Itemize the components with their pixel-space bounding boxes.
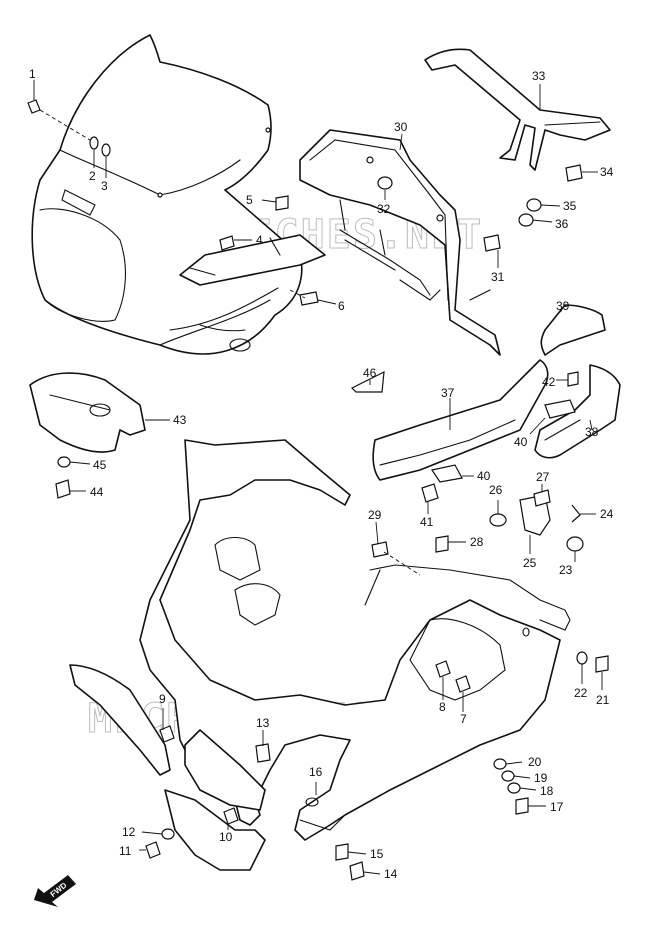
part-label-28: 28 [470,535,484,549]
part-label-25: 25 [523,556,537,570]
part-label-23: 23 [559,563,573,577]
part-label-3: 3 [101,179,108,193]
part-label-2: 2 [89,169,96,183]
part-label-21: 21 [596,693,610,707]
part-label-11: 11 [119,844,132,858]
part-label-14: 14 [384,867,398,881]
part-label-27: 27 [536,470,550,484]
forward-arrow-icon: FWD [34,875,76,907]
part-label-15: 15 [370,847,384,861]
part-label-32: 32 [377,202,391,216]
part-label-10: 10 [219,830,233,844]
part-label-45: 45 [93,458,107,472]
part-label-6: 6 [338,299,345,313]
inner-panel [179,234,326,286]
air-duct-left [372,359,549,481]
part-label-33: 33 [532,69,546,83]
part-label-19: 19 [534,771,548,785]
part-label-44: 44 [90,485,104,499]
part-label-41: 41 [420,515,434,529]
part-label-40a: 40 [514,435,528,449]
part-label-39: 39 [556,299,570,313]
part-label-4: 4 [256,233,263,247]
part-label-1: 1 [29,67,36,81]
part-label-34: 34 [600,165,614,179]
part-label-24: 24 [600,507,614,521]
upper-cowling [31,34,303,355]
leader-lines [33,80,603,875]
part-label-12: 12 [122,825,136,839]
part-label-13: 13 [256,716,270,730]
part-label-5: 5 [246,193,253,207]
part-label-38: 38 [585,425,599,439]
air-duct-right [534,304,621,459]
part-label-43: 43 [173,413,187,427]
part-label-16: 16 [309,765,323,779]
cowling-bracket [299,129,501,356]
fasteners [27,99,609,881]
mirror-brace [424,48,611,171]
part-labels: 1 2 3 4 5 6 7 8 9 10 11 12 13 14 15 16 1… [29,67,614,881]
side-inner-panel [29,372,146,453]
lower-cowling-left [139,439,571,841]
part-label-40b: 40 [477,469,491,483]
lower-front-panel [69,664,266,871]
part-label-8: 8 [439,700,446,714]
part-label-29: 29 [368,508,382,522]
part-label-46: 46 [363,366,377,380]
part-label-7: 7 [460,712,467,726]
part-label-17: 17 [550,800,564,814]
part-label-18: 18 [540,784,554,798]
part-label-35: 35 [563,199,577,213]
part-label-42: 42 [542,375,556,389]
part-label-9: 9 [159,692,166,706]
part-label-36: 36 [555,217,569,231]
part-label-22: 22 [574,686,588,700]
part-label-31: 31 [491,270,505,284]
part-label-37: 37 [441,386,455,400]
part-label-26: 26 [489,483,503,497]
part-label-20: 20 [528,755,542,769]
part-label-30: 30 [394,120,408,134]
